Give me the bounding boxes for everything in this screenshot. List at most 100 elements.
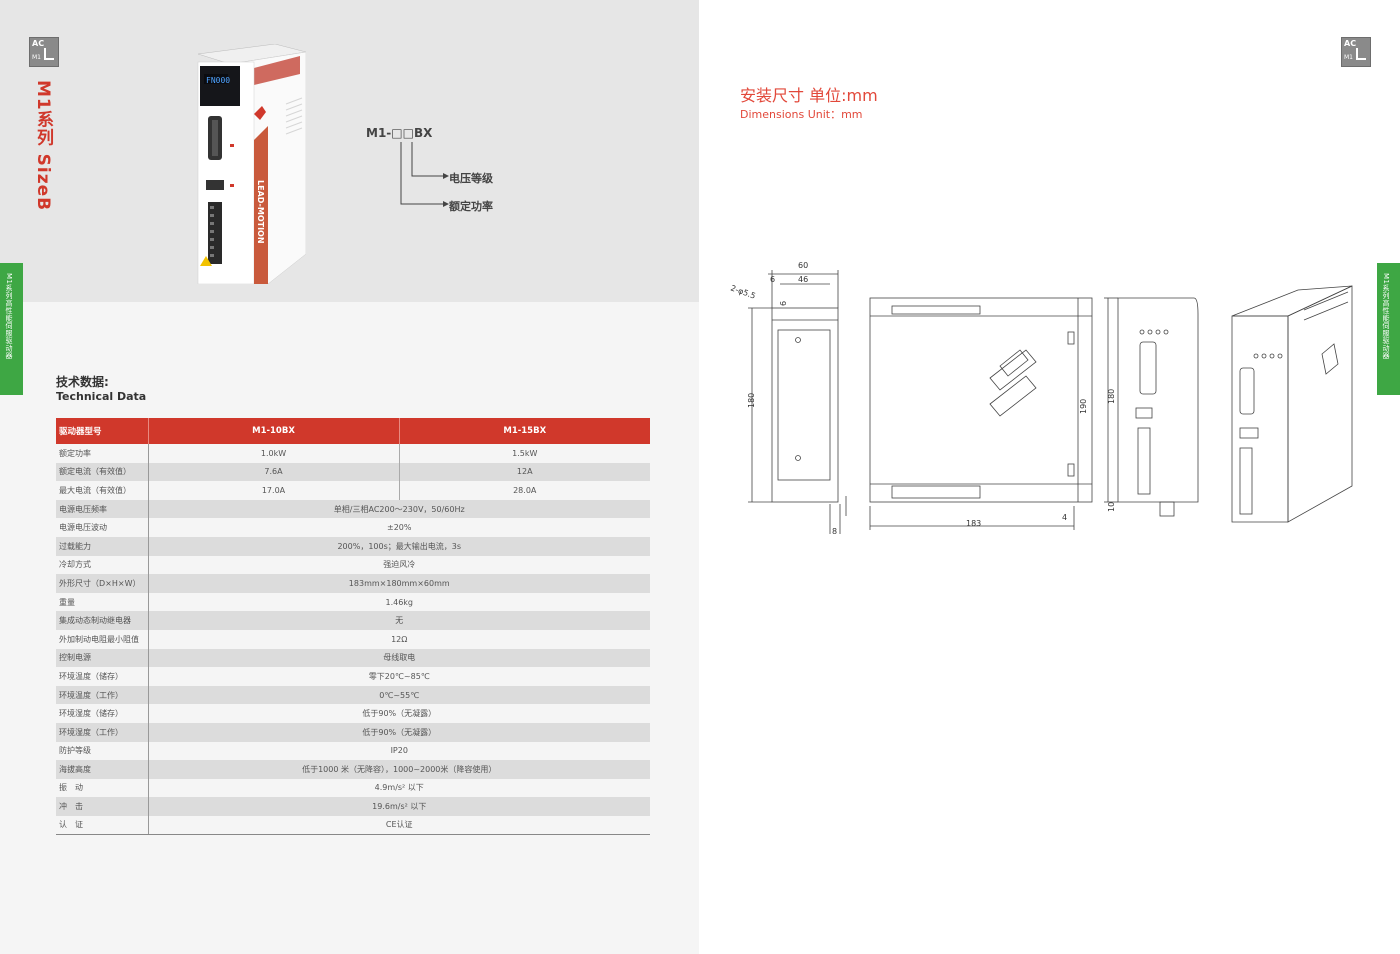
side-view-drawing [869, 297, 1093, 530]
row-value-m1-10bx: 17.0A [148, 481, 400, 500]
logo-m1-text: M1 [1344, 54, 1353, 61]
row-value-m1-10bx: 1.0kW [148, 444, 400, 463]
header-model: 驱动器型号 [56, 418, 148, 444]
voltage-level-label: 电压等级 [449, 172, 493, 185]
tech-data-title-en: Technical Data [56, 390, 147, 403]
right-page [699, 0, 1400, 954]
row-value: IP20 [390, 746, 408, 756]
row-label: 集成动态制动继电器 [56, 611, 149, 630]
dim-height-side: 190 [1079, 399, 1088, 414]
row-label: 过载能力 [56, 536, 149, 556]
logo-ac-text: AC [1344, 39, 1357, 48]
row-label: 振 动 [56, 778, 149, 798]
row-value: 低于1000 米（无降容），1000~2000米（降容使用） [148, 760, 650, 779]
front-panel-drawing [1104, 297, 1199, 517]
row-label: 环境温度（工作） [56, 685, 149, 705]
table-row: 控制电源母线取电 [56, 648, 650, 668]
series-title: M1系列 SizeB [33, 80, 53, 212]
row-label: 电源电压频率 [56, 499, 149, 519]
row-value: ±20% [387, 523, 412, 533]
row-value-m1-15bx: 12A [399, 462, 650, 482]
table-row: 海拔高度低于1000 米（无降容），1000~2000米（降容使用） [56, 760, 650, 779]
front-view-drawing [748, 270, 847, 534]
table-row: 防护等级 IP20 [56, 741, 650, 761]
servo-drive-image: FN000 LEAD-MOTION [197, 44, 306, 284]
dimensions-title: 安装尺寸 单位:mm [740, 86, 878, 105]
drive-display-text: FN000 [206, 76, 230, 85]
row-value: 183mm×180mm×60mm [148, 574, 650, 593]
row-label: 额定电流（有效值） [56, 462, 149, 482]
row-value: 零下20℃~85℃ [368, 671, 430, 681]
table-row: 外形尺寸（D×H×W）183mm×180mm×60mm [56, 574, 650, 593]
table-row: 集成动态制动继电器无 [56, 611, 650, 630]
product-banner [0, 0, 699, 302]
side-tab-left: M1系列高性能伺服驱动器 [0, 263, 23, 395]
row-value: 19.6m/s² 以下 [148, 797, 650, 816]
row-value: 4.9m/s² 以下 [374, 783, 424, 793]
row-label: 外加制动电阻最小阻值 [56, 629, 149, 649]
table-row: 环境湿度（工作）低于90%（无凝露） [56, 722, 650, 742]
dim-height-front: 180 [747, 393, 756, 408]
header-m1-15bx: M1-15BX [398, 418, 650, 444]
dim-bottom: 8 [832, 527, 837, 536]
row-label: 环境湿度（工作） [56, 722, 149, 742]
row-value: 12Ω [391, 634, 408, 644]
row-label: 认 证 [56, 815, 149, 835]
header-m1-10bx: M1-10BX [147, 418, 399, 444]
row-label: 额定功率 [56, 444, 149, 463]
dim-depth: 183 [966, 519, 981, 528]
table-header-row: 驱动器型号 M1-10BX M1-15BX [56, 418, 650, 444]
table-row: 最大电流（有效值）17.0A 28.0A [56, 481, 650, 500]
row-value: 200%，100s；最大输出电流，3s [148, 536, 650, 556]
row-label: 环境温度（储存） [56, 667, 149, 686]
row-value-m1-15bx: 1.5kW [512, 448, 538, 458]
table-row: 环境湿度（储存） 低于90%（无凝露） [56, 704, 650, 723]
row-value: 单相/三相AC200～230V，50/60Hz [148, 499, 650, 519]
table-row: 冷却方式 强迫风冷 [56, 555, 650, 575]
side-tab-label: M1系列高性能伺服驱动器 [1382, 273, 1390, 360]
row-value: CE认证 [148, 815, 650, 835]
row-value: 0℃~55℃ [148, 685, 650, 705]
row-label: 冲 击 [56, 797, 149, 816]
dim-width: 60 [798, 261, 808, 270]
dim-hole: 2-φ5.5 [729, 283, 756, 300]
table-row: 环境温度（工作）0℃~55℃ [56, 685, 650, 705]
dim-depth-offset: 4 [1062, 513, 1067, 522]
dimension-drawings: 60 46 6 2-φ5.5 6 180 8 190 183 4 180 10 [729, 261, 1353, 536]
row-label: 海拔高度 [56, 760, 149, 779]
row-label: 最大电流（有效值） [56, 481, 149, 500]
row-label: 外形尺寸（D×H×W） [56, 574, 149, 593]
table-row: 环境温度（储存） 零下20℃~85℃ [56, 667, 650, 686]
left-page: AC M1 M1系列 SizeB M1系列高性能伺服驱动器 FN000 [0, 0, 699, 954]
row-label: 防护等级 [56, 741, 149, 761]
row-value: 强迫风冷 [383, 560, 416, 570]
row-value-m1-15bx: 28.0A [513, 485, 537, 495]
dim-bottom-right: 10 [1107, 502, 1116, 512]
logo-ac-text: AC [32, 39, 45, 48]
row-value: 无 [148, 611, 650, 630]
table-row: 振 动 4.9m/s² 以下 [56, 778, 650, 798]
tech-data-title-cn: 技术数据: [56, 375, 109, 389]
table-row: 电源电压频率单相/三相AC200～230V，50/60Hz [56, 499, 650, 519]
logo-m1-text: M1 [32, 54, 41, 61]
row-label: 环境湿度（储存） [56, 704, 149, 723]
dimensions-subtitle: Dimensions Unit：mm [740, 108, 863, 121]
row-label: 电源电压波动 [56, 518, 149, 537]
model-code-arrows [400, 142, 449, 207]
row-value: 低于90%（无凝露） [362, 709, 437, 719]
ac-logo-icon: AC M1 [29, 37, 59, 67]
row-value-m1-10bx: 7.6A [148, 462, 400, 482]
model-code: M1-□□BX [366, 126, 433, 140]
isometric-drawing [1231, 285, 1353, 523]
ac-logo-icon: AC M1 [1341, 37, 1371, 67]
row-label: 冷却方式 [56, 555, 149, 575]
row-value: 母线取电 [148, 648, 650, 668]
rated-power-label: 额定功率 [449, 200, 493, 213]
